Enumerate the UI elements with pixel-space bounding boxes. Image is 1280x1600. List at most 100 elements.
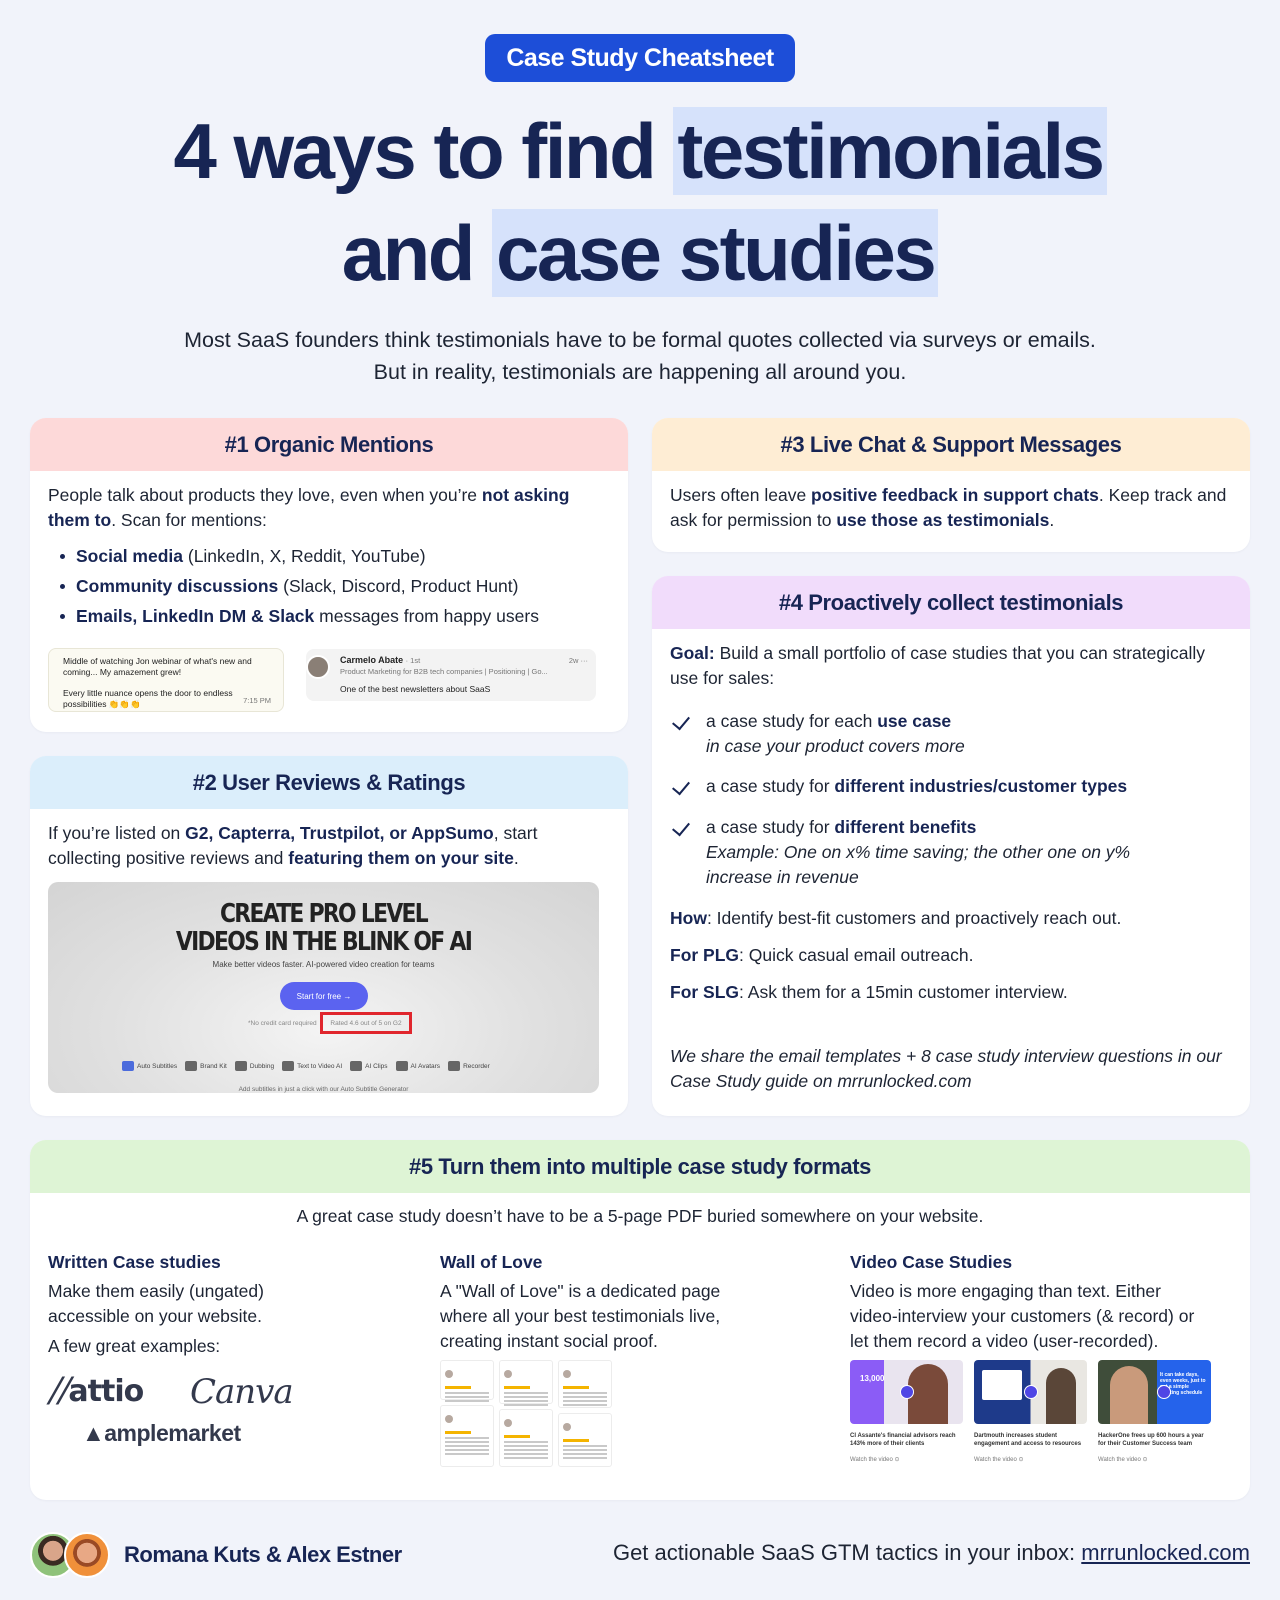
- wall-text: A "Wall of Love" is a dedicated page whe…: [440, 1281, 721, 1351]
- feature-toolbar: Auto Subtitles Brand Kit Dubbing Text to…: [122, 1061, 490, 1071]
- play-icon: [1156, 1385, 1171, 1399]
- card3-body: Users often leave positive feedback in s…: [652, 471, 1250, 549]
- tool-label: Text to Video AI: [297, 1062, 343, 1070]
- watch-video-link: Watch the video ⊙: [1098, 1457, 1148, 1463]
- dubbing-icon: [234, 1061, 247, 1071]
- author-avatar-alex: [64, 1532, 110, 1578]
- tool-label: Recorder: [463, 1062, 490, 1070]
- bullet-bold: Emails, LinkedIn DM & Slack: [76, 606, 315, 626]
- plg-text: : Quick casual email outreach.: [739, 945, 974, 965]
- hero-subtext: Make better videos faster. AI-powered vi…: [212, 960, 435, 969]
- card2-title: #2 User Reviews & Ratings: [30, 756, 628, 809]
- bullet-text: (Slack, Discord, Product Hunt): [278, 576, 519, 596]
- msg1-time: 7:15 PM: [243, 696, 271, 705]
- tool-brand-kit: Brand Kit: [185, 1061, 227, 1071]
- written-case-studies-column: Written Case studies Make them easily (u…: [48, 1250, 408, 1359]
- page-title: 4 ways to find testimonials and case stu…: [0, 100, 1280, 304]
- testimonial-card-thumb: [499, 1360, 553, 1406]
- amplemarket-logo: ▲amplemarket: [82, 1420, 241, 1447]
- card5-title: #5 Turn them into multiple case study fo…: [30, 1140, 1250, 1193]
- card1-intro: People talk about products they love, ev…: [48, 483, 610, 533]
- video-text: Video is more engaging than text. Either…: [850, 1281, 1195, 1351]
- tool-recorder: Recorder: [448, 1061, 490, 1071]
- slg-label: For SLG: [670, 982, 740, 1002]
- check-bold: different benefits: [834, 817, 977, 837]
- g2-rating-highlight: Rated 4.6 out of 5 on G2: [320, 1012, 412, 1034]
- stars-icon: [445, 1386, 471, 1389]
- card4-slg: For SLG: Ask them for a 15min customer i…: [670, 980, 1232, 1005]
- card1-intro-c: . Scan for mentions:: [111, 510, 267, 530]
- connection-degree: · 1st: [405, 656, 421, 665]
- checklist-item: a case study for different benefits Exam…: [670, 815, 1232, 890]
- card4-goal: Goal: Build a small portfolio of case st…: [670, 641, 1232, 691]
- video-quote: It can take days, even weeks, just to ge…: [1160, 1372, 1206, 1396]
- card3-title: #3 Live Chat & Support Messages: [652, 418, 1250, 471]
- card2-p-e: .: [513, 848, 519, 868]
- check-note: in case your product covers more: [706, 736, 965, 756]
- newsletter-link[interactable]: mrrunlocked.com: [1081, 1540, 1250, 1565]
- card-user-reviews: #2 User Reviews & Ratings If you’re list…: [30, 756, 628, 1116]
- card1-bullet-list: Social media (LinkedIn, X, Reddit, YouTu…: [58, 541, 610, 631]
- tool-label: Dubbing: [249, 1062, 275, 1070]
- page-subtitle: Most SaaS founders think testimonials ha…: [0, 324, 1280, 388]
- comment-age: 2w ···: [568, 656, 588, 665]
- authors: Romana Kuts & Alex Estner: [30, 1532, 402, 1578]
- avatar: [504, 1419, 512, 1427]
- card4-title: #4 Proactively collect testimonials: [652, 576, 1250, 629]
- testimonial-card-thumb: [440, 1360, 494, 1402]
- video-thumb-image: [974, 1360, 1087, 1424]
- watch-video-link: Watch the video ⊙: [850, 1457, 900, 1463]
- watch-video-link: Watch the video ⊙: [974, 1457, 1024, 1463]
- slg-text: : Ask them for a 15min customer intervie…: [739, 982, 1068, 1002]
- subtitle-line2: But in reality, testimonials are happeni…: [373, 360, 907, 384]
- bullet-text: (LinkedIn, X, Reddit, YouTube): [183, 546, 426, 566]
- written-text: Make them easily (ungated) accessible on…: [48, 1281, 264, 1326]
- no-credit-card-note: *No credit card required: [248, 1020, 317, 1027]
- wall-heading: Wall of Love: [440, 1252, 543, 1272]
- video-caption: CI Assante's financial advisors reach 14…: [850, 1433, 956, 1447]
- check-bold: different industries/customer types: [834, 776, 1128, 796]
- card4-share-note: We share the email templates + 8 case st…: [670, 1046, 1222, 1091]
- stars-icon: [504, 1386, 530, 1389]
- bullet-bold: Social media: [76, 546, 183, 566]
- video-case-studies-column: Video Case Studies Video is more engagin…: [850, 1250, 1210, 1354]
- attio-mark-icon: ⧸⧸: [48, 1374, 67, 1409]
- goal-label: Goal:: [670, 643, 715, 663]
- card3-p-e: .: [1049, 510, 1055, 530]
- avatar: [445, 1415, 453, 1423]
- plg-label: For PLG: [670, 945, 740, 965]
- attio-logo: ⧸⧸attio: [48, 1374, 144, 1409]
- play-icon: [899, 1385, 914, 1399]
- check-pre: a case study for each: [706, 711, 878, 731]
- video-caption: HackerOne frees up 600 hours a year for …: [1098, 1433, 1204, 1447]
- checklist-item: a case study for each use case in case y…: [670, 709, 1232, 759]
- card-organic-mentions: #1 Organic Mentions People talk about pr…: [30, 418, 628, 732]
- commenter-headline: Product Marketing for B2B tech companies…: [340, 667, 548, 676]
- canva-logo: Canva: [190, 1372, 294, 1412]
- checklist-item: a case study for different industries/cu…: [670, 774, 1232, 799]
- card3-p-a: Users often leave: [670, 485, 812, 505]
- video-thumbnail: 13,000 CI Assante's financial advisors r…: [850, 1360, 963, 1463]
- tool-auto-subtitles: Auto Subtitles: [122, 1061, 177, 1071]
- video-caption: Dartmouth increases student engagement a…: [974, 1433, 1082, 1447]
- card4-body: Goal: Build a small portfolio of case st…: [652, 629, 1250, 1110]
- title-line2-text: and: [341, 209, 493, 297]
- stars-icon: [563, 1386, 589, 1389]
- avatar: [504, 1370, 512, 1378]
- ai-avatars-icon: [395, 1061, 408, 1071]
- card4-how: How: Identify best-fit customers and pro…: [670, 906, 1232, 931]
- card4-plg: For PLG: Quick casual email outreach.: [670, 943, 1232, 968]
- testimonial-card-thumb: [499, 1409, 553, 1467]
- tool-label: AI Avatars: [410, 1062, 441, 1070]
- recorder-icon: [448, 1061, 461, 1071]
- card2-paragraph: If you’re listed on G2, Capterra, Trustp…: [48, 821, 610, 871]
- written-heading: Written Case studies: [48, 1252, 221, 1272]
- list-item: Social media (LinkedIn, X, Reddit, YouTu…: [58, 541, 610, 571]
- stars-icon: [563, 1439, 589, 1442]
- hero-headline-line1: CREATE PRO LEVEL: [219, 899, 429, 929]
- card1-title: #1 Organic Mentions: [30, 418, 628, 471]
- tool-dubbing: Dubbing: [234, 1061, 275, 1071]
- subtitle-line1: Most SaaS founders think testimonials ha…: [184, 328, 1096, 352]
- title-highlight-testimonials: testimonials: [673, 107, 1107, 195]
- amplemarket-wordmark: amplemarket: [104, 1420, 241, 1446]
